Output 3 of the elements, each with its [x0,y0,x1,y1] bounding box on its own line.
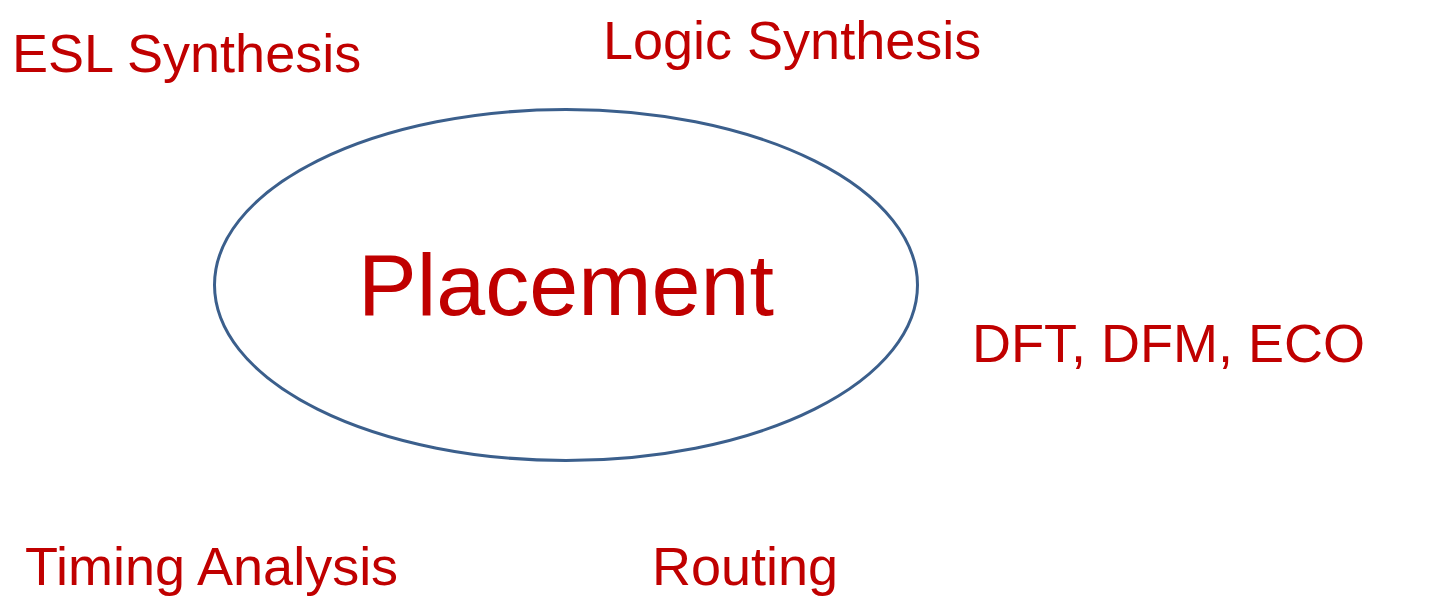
node-label: Placement [358,241,774,329]
ellipse-node [213,108,919,462]
topic-label: DFT, DFM, ECO [972,316,1365,370]
